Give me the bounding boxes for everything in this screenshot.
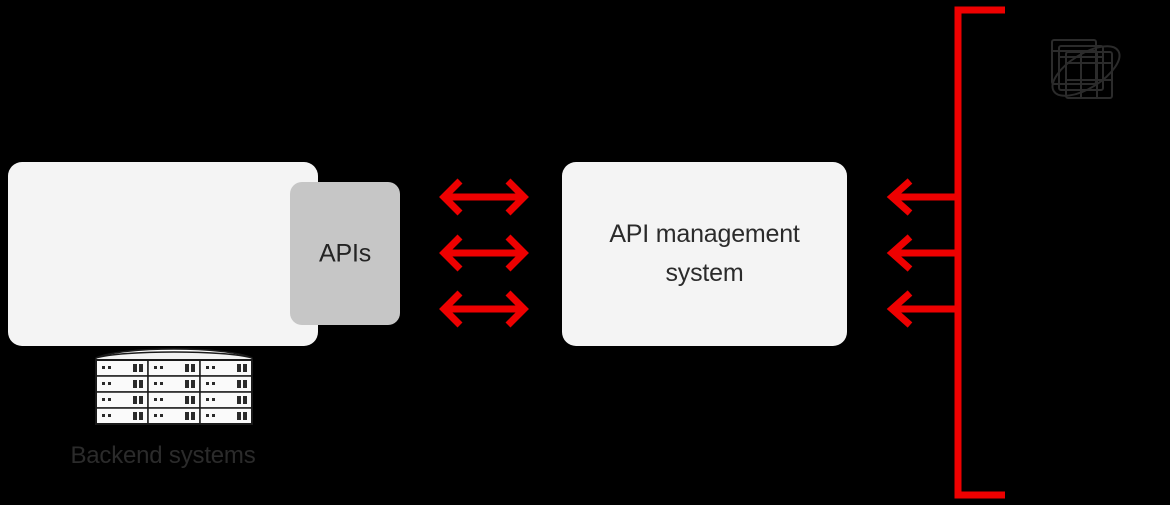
bracket-icon xyxy=(954,6,1005,499)
api-management-system-label: API management system xyxy=(609,220,800,287)
backend-systems-label: Backend systems xyxy=(70,442,256,469)
apis-label: APIs xyxy=(319,239,371,267)
server-rack-icon xyxy=(95,348,253,425)
double-headed-arrow-icon xyxy=(439,178,529,216)
apis-box[interactable]: APIs xyxy=(290,182,400,325)
double-headed-arrow-icon xyxy=(439,290,529,328)
bidirectional-connectors xyxy=(439,178,529,328)
left-arrow-icon xyxy=(886,234,958,272)
left-arrow-icon xyxy=(886,178,958,216)
api-management-system-panel[interactable]: API management system xyxy=(562,162,847,346)
left-arrow-icon xyxy=(886,290,958,328)
double-headed-arrow-icon xyxy=(439,234,529,272)
backend-systems-panel[interactable]: Backend systems xyxy=(8,162,318,469)
consumer-bracket-group xyxy=(886,6,1005,499)
app-orbit-icon xyxy=(1051,39,1121,99)
